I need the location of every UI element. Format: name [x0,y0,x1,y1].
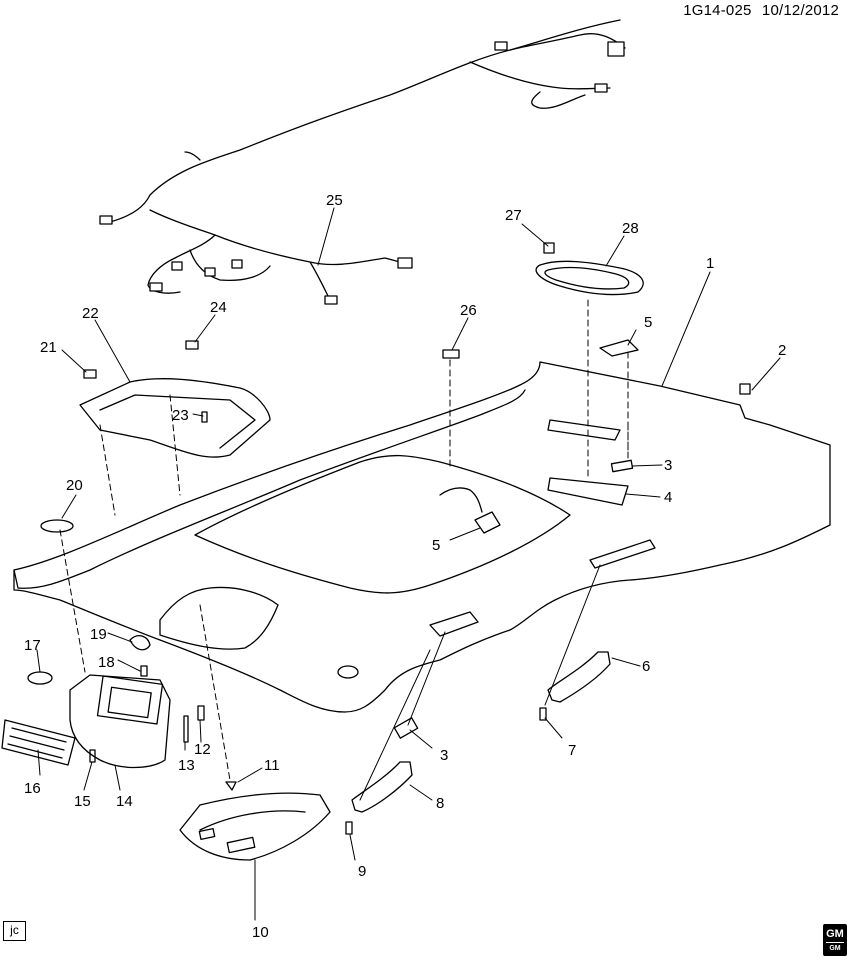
callout-leaders [36,207,781,921]
assist-handle-front [351,761,413,813]
rear-dome-lamp [535,260,644,296]
callout-22: 22 [82,305,99,322]
gm-logo: GM GM [823,924,847,956]
dashed-leaders [59,299,629,781]
callout-11: 11 [264,757,280,774]
assist-handle-rear [547,651,611,703]
figure-date: 10/12/2012 [761,2,839,19]
callout-17: 17 [24,637,41,654]
callout-10: 10 [252,924,269,941]
diagram-header: 1G14-025 10/12/2012 [677,2,839,19]
callout-20: 20 [66,477,83,494]
headliner-panel [13,361,831,713]
callout-3-lower: 3 [440,747,448,764]
callout-4: 4 [664,489,672,506]
sun-visor [69,674,171,769]
callout-26: 26 [460,302,477,319]
callout-21: 21 [40,339,57,356]
callout-25: 25 [326,192,343,209]
callout-9: 9 [358,863,366,880]
callout-13: 13 [178,757,195,774]
callout-5-upper: 5 [644,314,652,331]
callout-18: 18 [98,654,115,671]
callout-16: 16 [24,780,41,797]
callout-1: 1 [706,255,714,272]
callout-2: 2 [778,342,786,359]
callout-labels: 1 2 3 3 4 5 5 6 7 8 9 10 11 12 13 14 15 … [24,192,786,941]
callout-12: 12 [194,741,211,758]
callout-3-upper: 3 [664,457,672,474]
corner-tag: jc [3,921,26,941]
callout-24: 24 [210,299,227,316]
callout-15: 15 [74,793,91,810]
callout-7: 7 [568,742,576,759]
callout-8: 8 [436,795,444,812]
callout-19: 19 [90,626,107,643]
figure-id: 1G14-025 [683,2,752,19]
logo-text: GM [826,928,844,940]
visor-label [1,719,76,766]
callout-23: 23 [172,407,189,424]
overhead-console [179,792,331,861]
callout-28: 28 [622,220,639,237]
callout-6: 6 [642,658,650,675]
callout-5-lower: 5 [432,537,440,554]
logo-subtext: GM [826,942,844,955]
wiring-harness [99,19,626,305]
callout-27: 27 [505,207,522,224]
callout-14: 14 [116,793,133,810]
headliner-bracket [79,378,271,458]
